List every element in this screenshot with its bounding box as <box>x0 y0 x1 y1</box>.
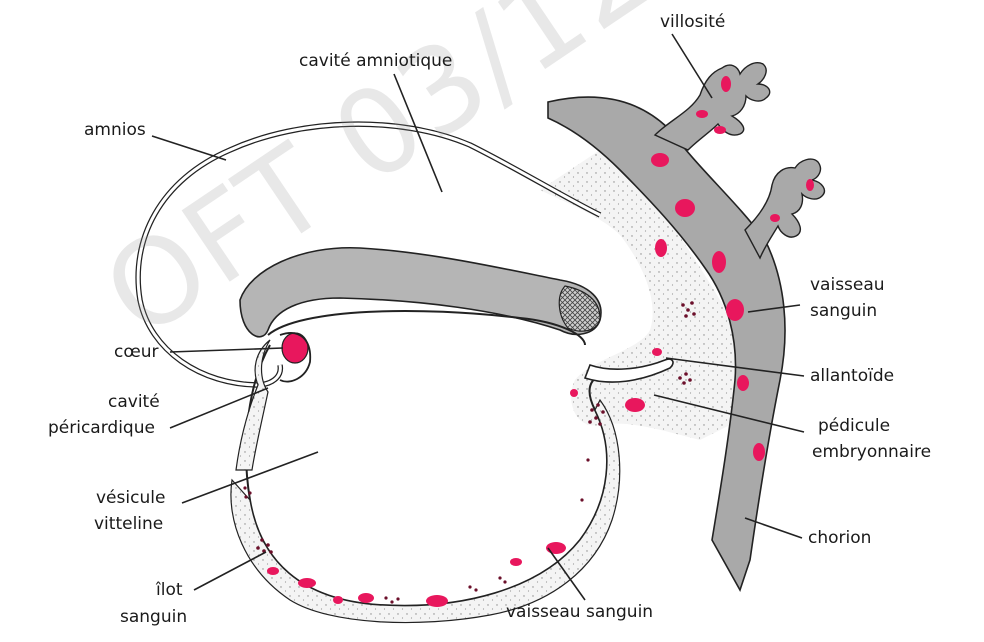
label-cavite-pericardique-2: péricardique <box>48 418 155 439</box>
label-allantoide: allantoïde <box>810 366 894 387</box>
label-vesicule-1: vésicule <box>96 488 165 509</box>
yolk-sac-wall <box>231 400 620 623</box>
label-cavite-amniotique: cavité amniotique <box>299 51 452 72</box>
label-amnios: amnios <box>84 120 146 141</box>
label-pedicule-2: embryonnaire <box>812 442 931 463</box>
label-villosite: villosité <box>660 12 725 33</box>
hatched-zone <box>559 286 600 331</box>
pericardic-cavity <box>236 340 270 470</box>
label-ilot-1: îlot <box>156 580 183 601</box>
label-vaisseau-sanguin-right-1: vaisseau <box>810 275 885 296</box>
label-vaisseau-sanguin-right-2: sanguin <box>810 301 877 322</box>
label-coeur: cœur <box>114 342 159 363</box>
label-vesicule-2: vitteline <box>94 514 163 535</box>
label-chorion: chorion <box>808 528 871 549</box>
label-cavite-pericardique-1: cavité <box>108 392 160 413</box>
blood-islands <box>243 301 695 603</box>
label-ilot-2: sanguin <box>120 607 187 628</box>
label-vaisseau-sanguin-bottom: vaisseau sanguin <box>506 602 653 623</box>
label-pedicule-1: pédicule <box>818 416 890 437</box>
